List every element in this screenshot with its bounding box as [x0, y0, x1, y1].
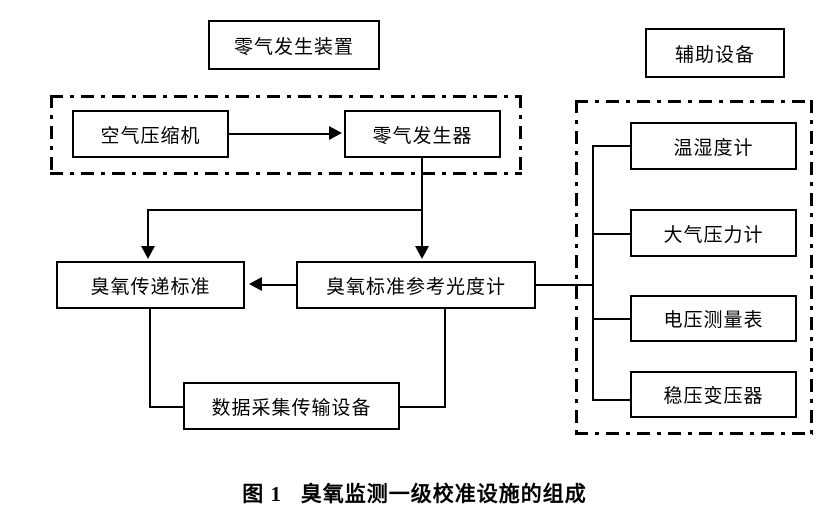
- node-data-acquisition-equipment[interactable]: 数据采集传输设备: [183, 382, 400, 430]
- frame-edge-top: [575, 100, 813, 103]
- arrowhead-down-to-photometer: [415, 246, 429, 259]
- arrowhead-left-to-transfer-standard: [249, 277, 262, 291]
- auxiliary-branch-thermohygrometer: [592, 145, 632, 147]
- node-ozone-transfer-standard[interactable]: 臭氧传递标准: [56, 261, 245, 309]
- group-title-auxiliary-equipment: 辅助设备: [645, 28, 785, 78]
- node-aux-voltage-stabilizer[interactable]: 稳压变压器: [630, 371, 797, 418]
- node-zero-air-generator[interactable]: 零气发生器: [344, 110, 501, 158]
- node-aux-voltmeter[interactable]: 电压测量表: [630, 295, 797, 342]
- frame-edge-left: [575, 100, 578, 435]
- connector-generator-bus: [147, 209, 423, 211]
- frame-edge-bottom: [50, 172, 522, 175]
- node-aux-thermohygrometer[interactable]: 温湿度计: [630, 122, 797, 170]
- group-title-zero-air-generation: 零气发生装置: [208, 20, 380, 70]
- connector-photometer-to-auxiliary: [536, 284, 594, 286]
- frame-edge-bottom: [575, 432, 813, 435]
- connector-bus-to-transfer-standard: [147, 209, 149, 249]
- figure-caption: 图 1 臭氧监测一级校准设施的组成: [242, 482, 587, 506]
- node-aux-barometer[interactable]: 大气压力计: [630, 209, 797, 257]
- frame-edge-right: [519, 95, 522, 175]
- connector-photometer-to-data-horizontal: [398, 406, 446, 408]
- connector-bus-to-photometer: [421, 209, 423, 249]
- arrowhead-right-to-generator: [329, 126, 342, 140]
- connector-transfer-standard-to-data-horizontal: [149, 406, 185, 408]
- arrowhead-down-to-transfer-standard: [141, 246, 155, 259]
- auxiliary-branch-voltage-stabilizer: [592, 399, 632, 401]
- auxiliary-equipment-frame: [575, 100, 813, 435]
- connector-photometer-to-transfer-standard: [262, 284, 297, 286]
- connector-transfer-standard-to-data-vertical: [149, 309, 151, 408]
- node-ozone-reference-photometer[interactable]: 臭氧标准参考光度计: [296, 261, 536, 309]
- zero-air-generation-frame: [50, 95, 522, 175]
- connector-photometer-to-data-vertical: [444, 309, 446, 408]
- connector-compressor-to-generator: [229, 133, 331, 135]
- auxiliary-branch-barometer: [592, 233, 632, 235]
- auxiliary-bus-vertical: [592, 145, 594, 400]
- frame-edge-right: [810, 100, 813, 435]
- frame-edge-top: [50, 95, 522, 98]
- node-air-compressor[interactable]: 空气压缩机: [72, 110, 229, 158]
- connector-generator-stem: [421, 158, 423, 211]
- auxiliary-branch-voltmeter: [592, 318, 632, 320]
- frame-edge-left: [50, 95, 53, 175]
